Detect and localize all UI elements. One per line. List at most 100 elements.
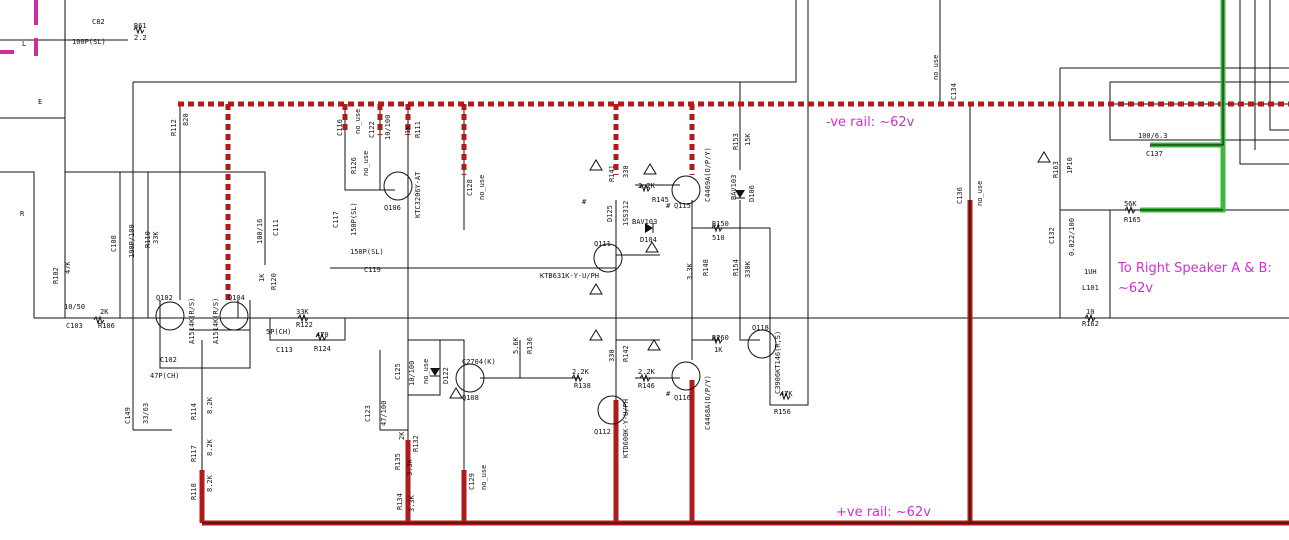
label-r153: R153 — [732, 133, 740, 150]
label-c113-value: 5P(CH) — [266, 328, 291, 336]
label-r118: R118 — [190, 483, 198, 500]
label-c149: C149 — [124, 407, 132, 424]
label-hash-2: # — [666, 202, 671, 210]
resistors — [93, 25, 1136, 401]
label-d104: D104 — [640, 236, 657, 244]
label-q116-type: C4468A(O/P/Y) — [704, 375, 712, 430]
label-c132-value: 0.022/100 — [1068, 218, 1076, 256]
transistor-q112 — [597, 395, 627, 425]
label-d125-value: 1SS312 — [622, 201, 630, 226]
caution-icon — [645, 241, 659, 253]
label-l101: L101 — [1082, 284, 1099, 292]
label-r114-value: 8.2K — [206, 396, 214, 414]
label-c111: C111 — [272, 219, 280, 236]
diodes — [430, 190, 745, 377]
label-d106-value: BAV103 — [730, 175, 738, 200]
label-r102-value: 47K — [64, 261, 72, 274]
label-r141-value: 330 — [622, 165, 630, 178]
label-c122: C122 — [368, 121, 376, 138]
label-r156: R156 — [774, 408, 791, 416]
label-q112: Q112 — [594, 428, 611, 436]
label-c122-value: 10/100 — [384, 115, 392, 140]
positive-rail — [199, 200, 1289, 526]
label-r110-value: 33K — [152, 231, 160, 244]
label-r112: R112 — [170, 119, 178, 136]
label-r106-value: 2K — [100, 308, 109, 316]
label-q115-type: C4469A(O/P/Y) — [704, 147, 712, 202]
transistor-q116 — [671, 361, 701, 391]
label-r117-value: 8.2K — [206, 438, 214, 456]
caution-icon — [643, 163, 657, 175]
transistors — [155, 171, 777, 425]
diode-d122 — [430, 368, 440, 376]
label-d106: D106 — [748, 185, 756, 202]
transistor-q108 — [455, 363, 485, 393]
caution-icon — [589, 159, 603, 171]
label-c119-value: 150P(SL) — [350, 248, 384, 256]
label-c137-value: 100/6.3 — [1138, 132, 1168, 140]
label-r111: R111 — [414, 121, 422, 138]
label-q102-type: A1514K(R/S) — [188, 298, 196, 344]
label-r156-value: 47K — [780, 390, 793, 398]
label-q104-type: A1514K(R/S) — [212, 298, 220, 344]
label-c125: C125 — [394, 363, 402, 380]
speaker-annotation-line1: To Right Speaker A & B: — [1117, 261, 1272, 276]
label-r165-value: 56K — [1124, 200, 1137, 208]
label-r136-value: 5.6K — [512, 336, 520, 354]
label-r134: R134 — [396, 493, 404, 510]
label-r61-value: 2.2 — [134, 34, 147, 42]
label-r106: R106 — [98, 322, 115, 330]
label-r134-value: 3.3K — [408, 494, 416, 512]
label-r148-value: 3.3K — [686, 262, 694, 280]
label-r135-value: 3.3K — [406, 458, 414, 476]
label-c117-value: 150P(SL) — [350, 202, 358, 236]
caution-icon — [449, 387, 463, 399]
label-l101-value: 1UH — [1084, 268, 1097, 276]
label-r150-value: 510 — [712, 234, 725, 242]
annotations: -ve rail: ~62v +ve rail: ~62v To Right S… — [826, 115, 1272, 520]
label-c134: C134 — [950, 83, 958, 100]
caution-icon — [1037, 151, 1051, 163]
label-r126-value: no_use — [362, 151, 370, 176]
label-q115: Q115 — [674, 202, 691, 210]
label-c108-value: 100P/100 — [128, 224, 136, 258]
label-r112-value: 820 — [182, 113, 190, 126]
label-r154-value: 330K — [744, 260, 752, 278]
label-q118: Q118 — [752, 324, 769, 332]
label-c119: C119 — [364, 266, 381, 274]
transistor-q111 — [593, 243, 623, 273]
pos-rail-annotation: +ve rail: ~62v — [836, 505, 931, 520]
caution-icon — [647, 339, 661, 351]
label-c108: C108 — [110, 235, 118, 252]
speaker-annotation-line2: ~62v — [1118, 281, 1153, 296]
label-c116-value: no_use — [354, 109, 362, 134]
label-r141: R141 — [608, 165, 616, 182]
label-r122: R122 — [296, 321, 313, 329]
transistor-q115 — [671, 175, 701, 205]
label-l: L — [22, 40, 26, 48]
caution-icon — [589, 283, 603, 295]
label-r154: R154 — [732, 259, 740, 276]
label-c149-value: 33/63 — [142, 403, 150, 424]
label-r163-value: 1P10 — [1066, 157, 1074, 174]
label-hash-3: # — [666, 390, 671, 398]
label-r145: R145 — [652, 196, 669, 204]
label-c103-value: 10/50 — [64, 303, 85, 311]
transistor-q102 — [155, 301, 185, 331]
label-r-in: R — [20, 210, 25, 218]
label-q118-type: C3906KT146(R,S) — [774, 331, 782, 394]
label-c128: C128 — [466, 179, 474, 196]
label-r124: R124 — [314, 345, 331, 353]
label-r117: R117 — [190, 445, 198, 462]
label-c123-value: 47/100 — [380, 401, 388, 426]
diode-d104 — [645, 223, 653, 233]
label-r132: R132 — [412, 435, 420, 452]
label-r61: R61 — [134, 22, 147, 30]
label-hash-1: # — [582, 198, 587, 206]
transistor-q106 — [383, 171, 413, 201]
label-r142-value: 330 — [608, 349, 616, 362]
label-c116: C116 — [336, 119, 344, 136]
label-c129: C129 — [468, 473, 476, 490]
label-r146: R146 — [638, 382, 655, 390]
